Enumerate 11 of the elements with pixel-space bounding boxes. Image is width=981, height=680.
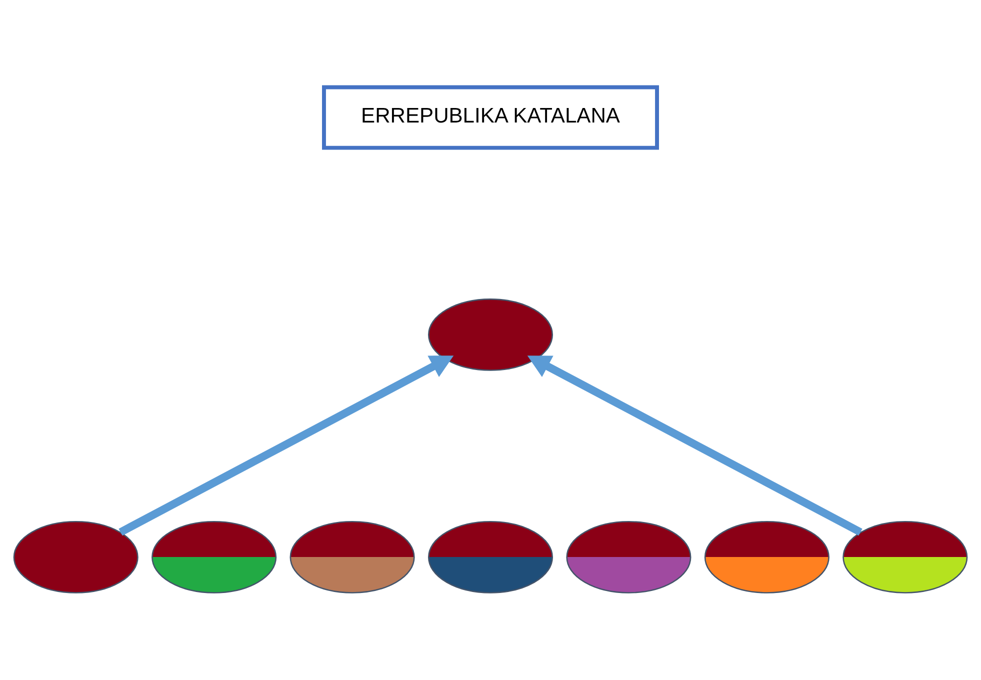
node-box: ERREPUBLIKA KATALANA [322,85,659,150]
node-ellipse [13,521,138,594]
node-ellipse [566,521,692,594]
node-ellipse [842,521,968,594]
node-ellipse [428,298,554,371]
node-ellipse [428,521,554,594]
arrow [118,356,454,536]
node-ellipse [704,521,830,594]
node-ellipse [152,521,277,594]
arrow [527,356,862,536]
node-ellipse [290,521,415,594]
